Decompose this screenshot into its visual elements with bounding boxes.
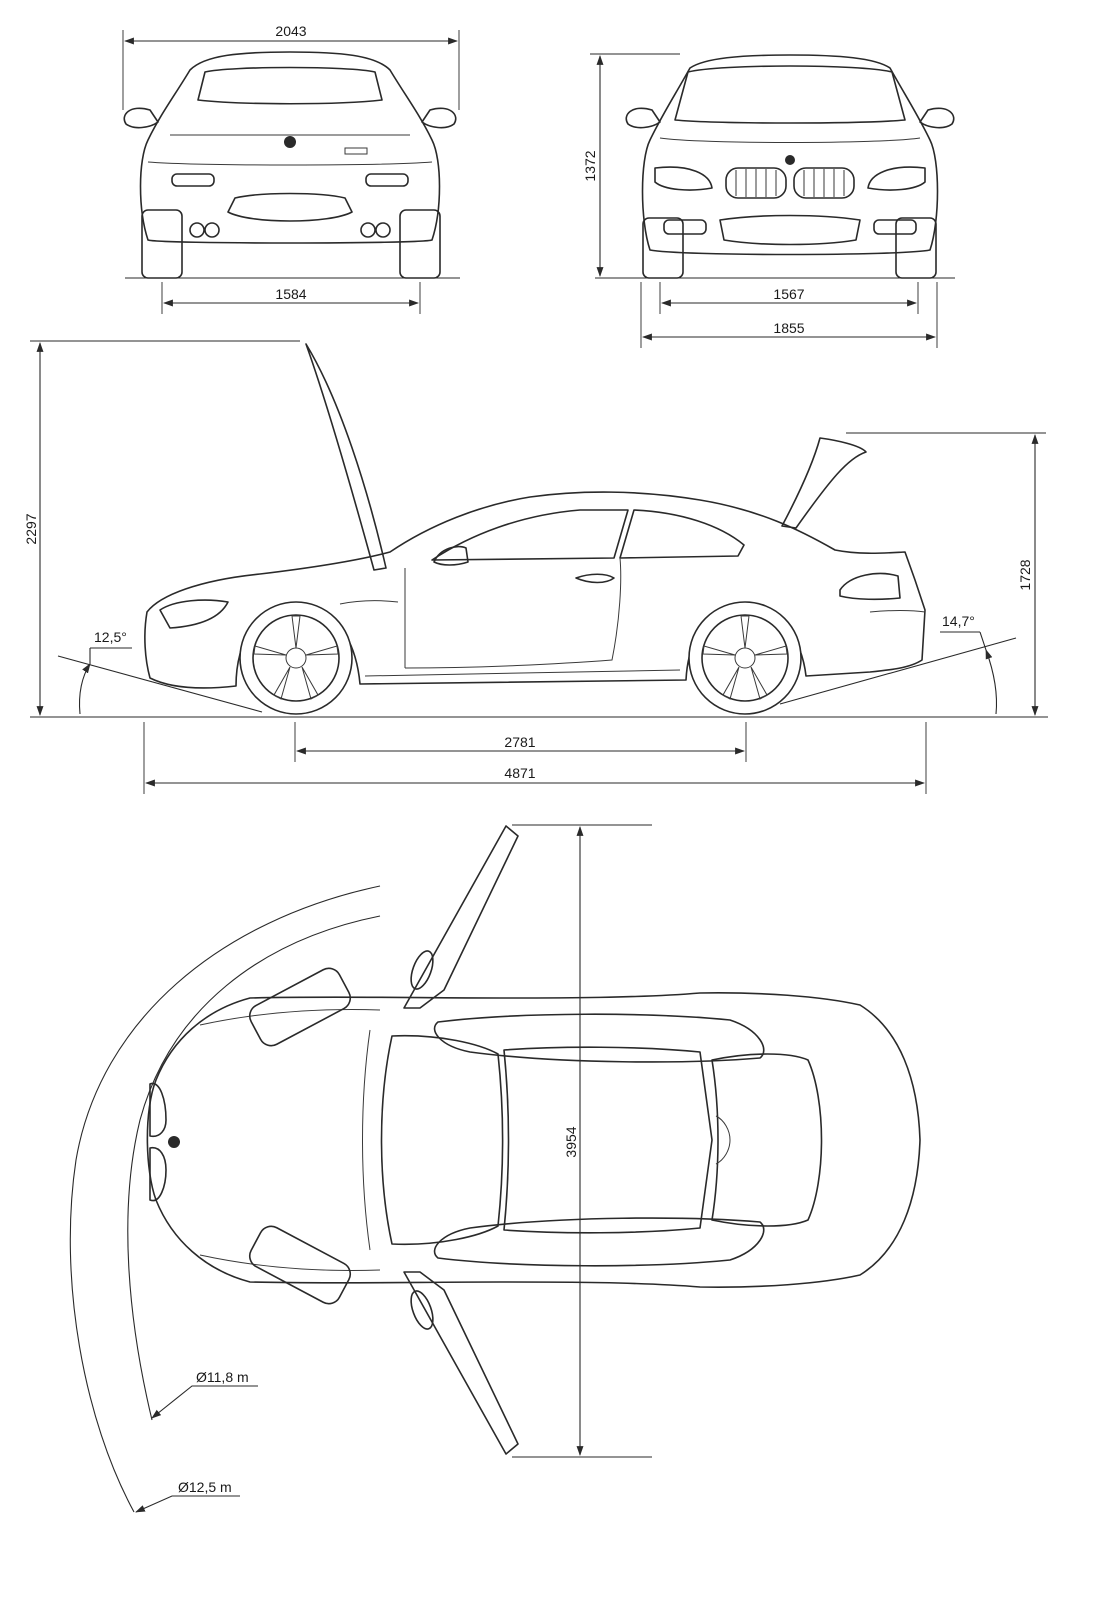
front-track-label: 1567	[773, 286, 804, 302]
turning-circle-outer-label: Ø12,5 m	[178, 1479, 232, 1495]
turning-circle-inner-label: Ø11,8 m	[196, 1369, 249, 1385]
left-kidney-grille	[725, 167, 787, 199]
side-window-front	[431, 509, 629, 561]
front-badge	[785, 155, 795, 165]
length-label: 4871	[504, 765, 535, 781]
open-trunk-lid	[781, 437, 867, 529]
approach-angle-label: 12,5°	[94, 629, 127, 645]
top-body-outline	[146, 992, 921, 1288]
top-right-door-open	[403, 1271, 519, 1455]
top-badge	[168, 1136, 180, 1148]
rear-body-outline	[139, 51, 441, 244]
rear-wheel	[688, 601, 802, 715]
front-wheel	[239, 601, 353, 715]
rear-right-tire	[399, 209, 441, 279]
top-right-mirror	[248, 1225, 352, 1305]
height-label: 1372	[582, 150, 598, 181]
rear-left-mirror	[123, 107, 159, 129]
rear-left-tire	[141, 209, 183, 279]
rear-badge	[284, 136, 296, 148]
rear-width-label: 2043	[275, 23, 306, 39]
rear-right-mirror	[421, 107, 457, 129]
rear-window	[711, 1053, 823, 1227]
front-right-tire	[895, 217, 937, 279]
wheelbase-label: 2781	[504, 734, 535, 750]
front-view	[595, 54, 955, 279]
front-left-mirror	[625, 107, 661, 129]
top-left-door-open	[403, 825, 519, 1009]
turning-circle-inner-arc	[127, 915, 381, 1421]
turning-circle-outer-arc	[69, 885, 381, 1513]
doors-open-width-label: 3954	[563, 1126, 579, 1157]
top-view	[69, 825, 921, 1513]
windscreen	[380, 1034, 504, 1246]
departure-angle-label: 14,7°	[942, 613, 975, 629]
rear-view	[123, 51, 460, 279]
trunk-open-height-label: 1728	[1017, 559, 1033, 590]
departure-angle-arc	[985, 649, 998, 715]
hood-open-height-label: 2297	[23, 513, 39, 544]
body-width-label: 1855	[773, 320, 804, 336]
rear-track-label: 1584	[275, 286, 306, 302]
approach-angle-arc	[78, 663, 91, 715]
side-view	[30, 343, 1048, 718]
roof	[503, 1046, 713, 1234]
front-body-outline	[641, 54, 939, 256]
front-left-tire	[642, 217, 684, 279]
right-kidney-grille	[793, 167, 855, 199]
front-right-mirror	[919, 107, 955, 129]
side-window-rear	[619, 509, 745, 559]
top-left-mirror	[248, 967, 352, 1047]
open-hood	[305, 343, 387, 571]
